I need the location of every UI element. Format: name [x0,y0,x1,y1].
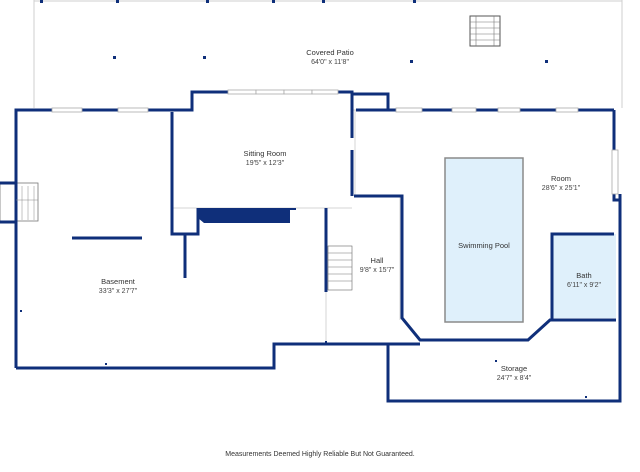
covered-patio-dims: 64'0" x 11'8" [311,59,349,66]
marker-dots [20,310,587,398]
covered-patio-area [33,0,623,108]
hall-stairs [327,245,353,291]
sitting-room-dims: 19'5" x 12'3" [246,160,285,167]
patio-posts [40,0,548,63]
swimming-pool-label: Swimming Pool [458,241,510,250]
windows [51,89,619,195]
room-label: Room [551,174,571,183]
sitting-room-label: Sitting Room [244,149,287,158]
room-dims: 28'6" x 25'1" [542,185,581,192]
swimming-pool [444,157,524,323]
covered-patio-label: Covered Patio [306,48,354,57]
disclaimer-text: Measurements Deemed Highly Reliable But … [225,451,415,458]
storage-label: Storage [501,364,527,373]
basement-label: Basement [101,277,136,286]
hall-label: Hall [371,256,384,265]
built-in-counter [198,208,296,223]
room-labels: Covered Patio 64'0" x 11'8" Sitting Room… [99,48,602,382]
patio-stairs [469,15,501,47]
thin-walls [171,109,612,344]
exterior-stairs [0,181,39,224]
bath-dims: 6'11" x 9'2" [567,282,601,289]
basement-dims: 33'3" x 27'7" [99,288,138,295]
hall-dims: 9'8" x 15'7" [360,267,395,274]
storage-dims: 24'7" x 8'4" [497,375,532,382]
main-walls [14,90,622,403]
bath-area [552,234,616,318]
bath-label: Bath [576,271,591,280]
